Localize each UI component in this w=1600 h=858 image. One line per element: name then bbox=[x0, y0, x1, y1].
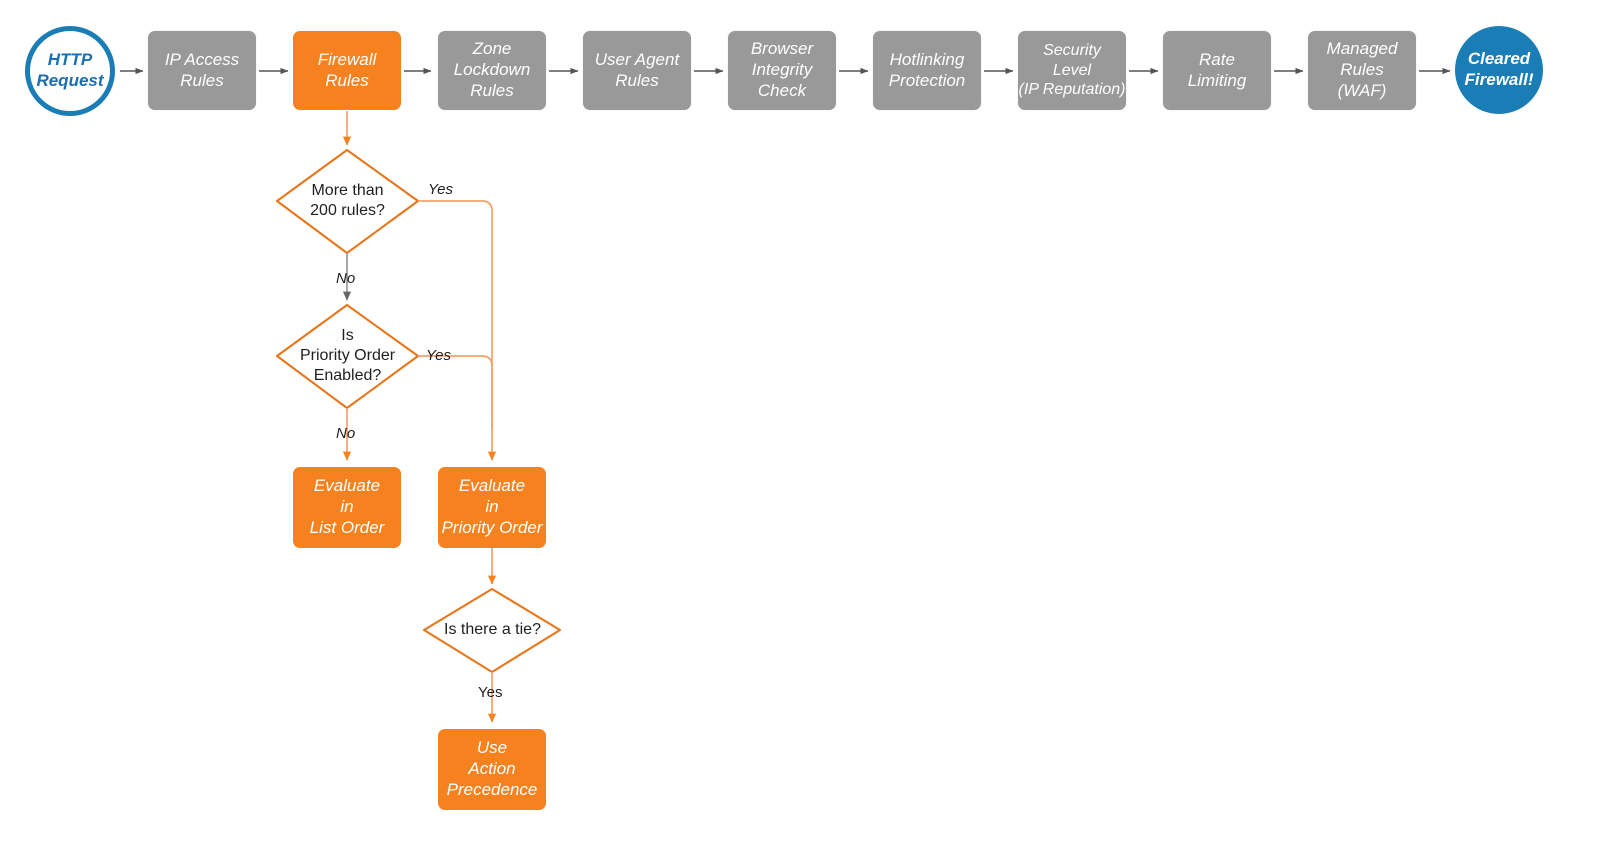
decision-is-there-a-tie[interactable]: Is there a tie? bbox=[444, 621, 541, 638]
node-user-agent-rules[interactable]: User Agent Rules bbox=[583, 31, 691, 110]
node-use-action-precedence[interactable]: Use Action Precedence bbox=[438, 729, 546, 810]
node-managed-rules-waf[interactable]: Managed Rules (WAF) bbox=[1308, 31, 1416, 110]
edge-label-yes-priority-order-enabled: Yes bbox=[426, 347, 452, 364]
node-hotlinking-protection[interactable]: Hotlinking Protection bbox=[873, 31, 981, 110]
edge-label-no-priority-order-enabled: No bbox=[336, 425, 356, 442]
node-http-request[interactable]: HTTP Request bbox=[25, 26, 115, 116]
edge-label-yes-is-there-a-tie: Yes bbox=[478, 684, 503, 701]
node-rate-limiting[interactable]: Rate Limiting bbox=[1163, 31, 1271, 110]
node-cleared-firewall[interactable]: Cleared Firewall! bbox=[1455, 26, 1543, 114]
decision-is-priority-order-enabled[interactable]: Is Priority Order Enabled? bbox=[299, 327, 396, 384]
edge-label-yes-more-than-200-rules: Yes bbox=[428, 181, 454, 198]
node-evaluate-in-list-order[interactable]: Evaluate in List Order bbox=[293, 467, 401, 548]
edge-label-no-more-than-200-rules: No bbox=[336, 270, 356, 287]
node-zone-lockdown-rules[interactable]: Zone Lockdown Rules bbox=[438, 31, 546, 110]
node-browser-integrity-check[interactable]: Browser Integrity Check bbox=[728, 31, 836, 110]
node-ip-access-rules[interactable]: IP Access Rules bbox=[148, 31, 256, 110]
node-security-level-ip-reputation[interactable]: Security Level (IP Reputation) bbox=[1018, 31, 1126, 110]
node-evaluate-in-priority-order[interactable]: Evaluate in Priority Order bbox=[438, 467, 546, 548]
decision-more-than-200-rules[interactable]: More than 200 rules? bbox=[310, 182, 385, 219]
node-firewall-rules[interactable]: Firewall Rules bbox=[293, 31, 401, 110]
